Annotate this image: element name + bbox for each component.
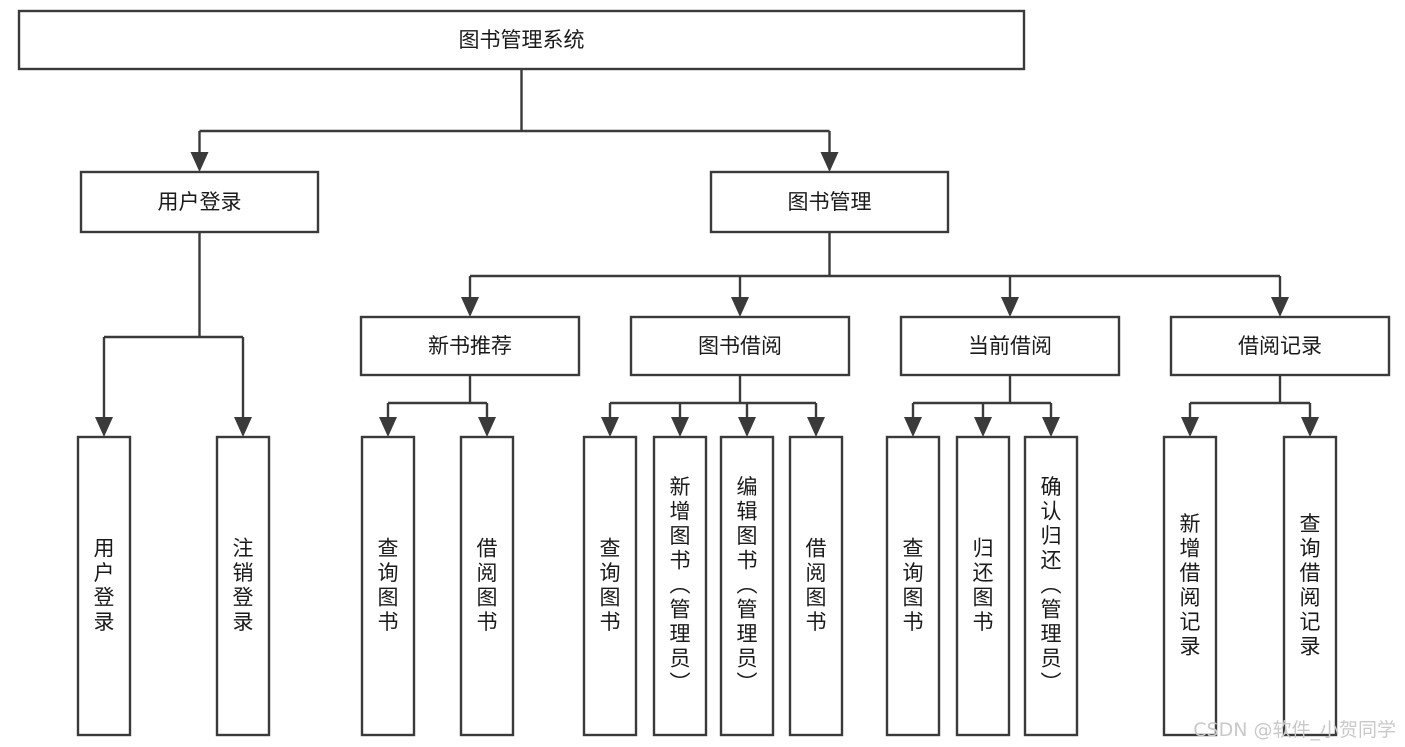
root-to-l2-1-arrow-icon [820,152,839,172]
node-leaf-add-book[interactable]: 新增图书︵管理员︶ [652,435,708,737]
node-label-leaf-borrow-book-2: 借阅图书 [806,536,827,634]
node-box-root[interactable] [17,9,1026,71]
node-leaf-borrow-book-2[interactable]: 借阅图书 [788,435,844,737]
node-box-leaf-query-book-1[interactable] [360,435,416,737]
connector-layer [95,69,1319,437]
l2-to-l3-0-arrow-icon [461,297,479,317]
current-borrow-to-leaf-0-arrow-icon [904,417,922,437]
node-user-login[interactable]: 用户登录 [79,170,320,234]
node-leaf-user-login[interactable]: 用户登录 [76,435,132,737]
node-label-leaf-borrow-book-1: 借阅图书 [477,536,498,634]
node-box-leaf-query-book-3[interactable] [885,435,941,737]
node-borrow-record[interactable]: 借阅记录 [1169,315,1391,377]
node-label-root: 图书管理系统 [459,28,585,52]
new-book-recommend-to-leaf-0-arrow-icon [379,417,397,437]
user-login-to-leaf-1-arrow-icon [234,417,252,437]
book-borrow-to-leaf-2-arrow-icon [738,417,756,437]
node-book-borrow[interactable]: 图书借阅 [629,315,851,377]
csdn-watermark: CSDN @软件_小贺同学 [1193,719,1396,741]
node-new-book-recommend[interactable]: 新书推荐 [359,315,581,377]
node-box-new-book-recommend[interactable] [359,315,581,377]
node-label-new-book-recommend: 新书推荐 [428,334,512,358]
node-leaf-edit-book[interactable]: 编辑图书︵管理员︶ [719,435,775,737]
current-borrow-to-leaf-1-arrow-icon [974,417,992,437]
node-label-leaf-return-book: 归还图书 [973,536,994,634]
node-box-book-borrow[interactable] [629,315,851,377]
node-leaf-query-book-3[interactable]: 查询图书 [885,435,941,737]
node-box-leaf-borrow-book-2[interactable] [788,435,844,737]
node-current-borrow[interactable]: 当前借阅 [899,315,1121,377]
root-to-l2-0-arrow-icon [190,152,209,172]
current-borrow-to-leaf-2-arrow-icon [1042,417,1060,437]
node-box-user-login[interactable] [79,170,320,234]
node-leaf-logout-login[interactable]: 注销登录 [215,435,271,737]
node-label-leaf-query-book-3: 查询图书 [903,536,924,634]
node-label-leaf-add-record: 新增借阅记录 [1180,512,1201,659]
node-leaf-return-book[interactable]: 归还图书 [955,435,1011,737]
node-label-book-borrow: 图书借阅 [698,334,782,358]
node-label-leaf-query-book-2: 查询图书 [600,536,621,634]
node-label-leaf-edit-book: 编辑图书︵管理员︶ [737,475,758,695]
node-label-book-manage: 图书管理 [788,190,872,214]
node-label-leaf-query-book-1: 查询图书 [378,536,399,634]
node-leaf-borrow-book-1[interactable]: 借阅图书 [459,435,515,737]
node-leaf-query-book-1[interactable]: 查询图书 [360,435,416,737]
node-box-current-borrow[interactable] [899,315,1121,377]
node-box-leaf-add-book[interactable] [652,435,708,737]
node-label-leaf-user-login: 用户登录 [94,536,115,634]
node-label-user-login: 用户登录 [158,190,242,214]
l2-to-l3-1-arrow-icon [731,297,749,317]
node-box-leaf-user-login[interactable] [76,435,132,737]
node-box-leaf-query-record[interactable] [1282,435,1338,737]
node-box-book-manage[interactable] [709,170,950,234]
borrow-record-to-leaf-1-arrow-icon [1301,417,1319,437]
node-root[interactable]: 图书管理系统 [17,9,1026,71]
user-login-to-leaf-0-arrow-icon [95,417,113,437]
node-label-borrow-record: 借阅记录 [1238,334,1322,358]
node-label-leaf-query-record: 查询借阅记录 [1300,512,1321,659]
borrow-record-to-leaf-0-arrow-icon [1181,417,1199,437]
node-leaf-query-record[interactable]: 查询借阅记录 [1282,435,1338,737]
book-borrow-to-leaf-1-arrow-icon [671,417,689,437]
book-borrow-to-leaf-0-arrow-icon [601,417,619,437]
node-box-leaf-confirm-return[interactable] [1023,435,1079,737]
l2-to-l3-3-arrow-icon [1271,297,1289,317]
node-label-current-borrow: 当前借阅 [968,334,1052,358]
node-layer: 图书管理系统用户登录图书管理新书推荐图书借阅当前借阅借阅记录用户登录注销登录查询… [17,9,1391,737]
node-box-leaf-query-book-2[interactable] [582,435,638,737]
node-label-leaf-confirm-return: 确认归还︵管理员︶ [1041,475,1062,695]
node-leaf-add-record[interactable]: 新增借阅记录 [1162,435,1218,737]
node-book-manage[interactable]: 图书管理 [709,170,950,234]
node-leaf-query-book-2[interactable]: 查询图书 [582,435,638,737]
node-box-leaf-add-record[interactable] [1162,435,1218,737]
node-box-borrow-record[interactable] [1169,315,1391,377]
node-leaf-confirm-return[interactable]: 确认归还︵管理员︶ [1023,435,1079,737]
new-book-recommend-to-leaf-1-arrow-icon [478,417,496,437]
node-box-leaf-return-book[interactable] [955,435,1011,737]
node-box-leaf-edit-book[interactable] [719,435,775,737]
node-label-leaf-logout-login: 注销登录 [233,536,254,634]
node-box-leaf-borrow-book-1[interactable] [459,435,515,737]
l2-to-l3-2-arrow-icon [1001,297,1019,317]
node-box-leaf-logout-login[interactable] [215,435,271,737]
node-label-leaf-add-book: 新增图书︵管理员︶ [670,475,691,695]
book-borrow-to-leaf-3-arrow-icon [807,417,825,437]
